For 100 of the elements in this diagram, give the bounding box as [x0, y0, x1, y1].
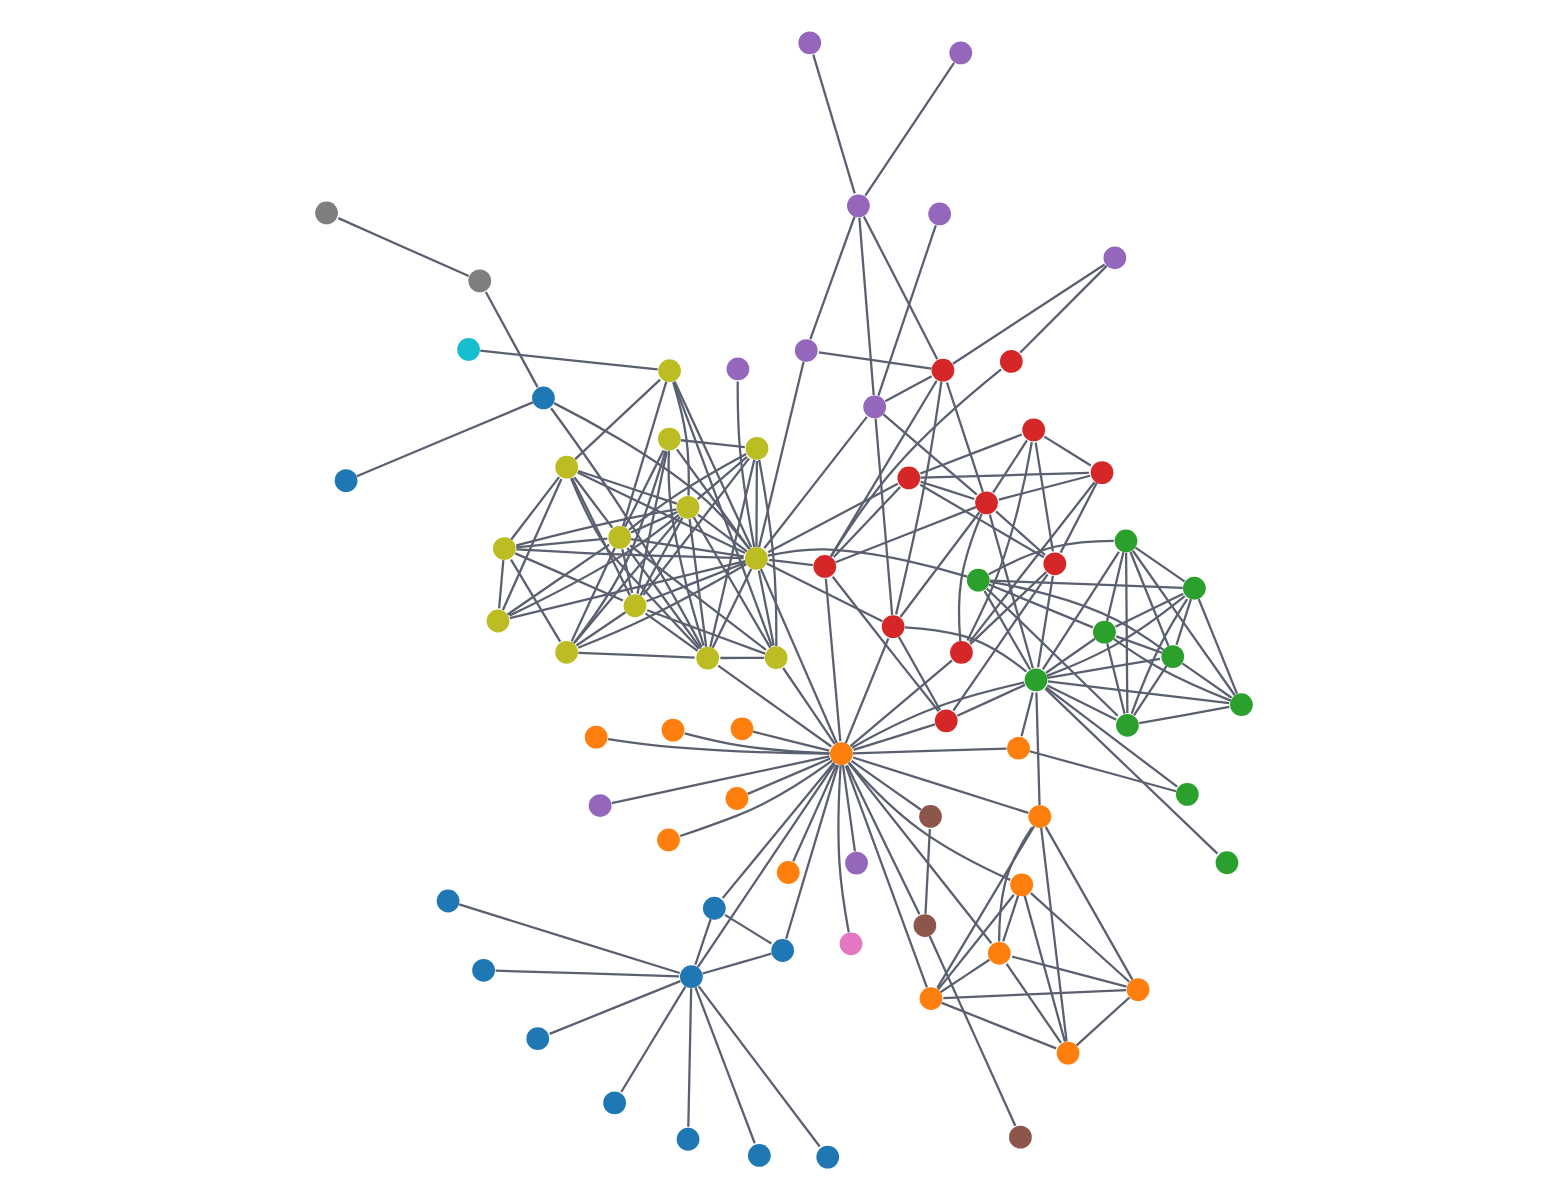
connector — [646, 561, 746, 603]
connector — [1115, 635, 1163, 654]
node-circle — [603, 1091, 626, 1115]
node-circle — [1024, 668, 1048, 692]
connector — [831, 576, 940, 712]
connector — [571, 477, 631, 596]
connector — [509, 560, 746, 620]
connector — [620, 986, 687, 1093]
connector — [1181, 662, 1233, 699]
connector — [630, 538, 744, 558]
connector — [759, 568, 838, 744]
node-circle — [881, 615, 905, 639]
connector — [1139, 705, 1230, 725]
connector — [607, 737, 830, 755]
node-circle — [730, 717, 754, 741]
connector — [941, 1001, 1057, 1050]
connector — [720, 656, 765, 660]
connector — [1041, 551, 1120, 670]
connector — [897, 636, 942, 711]
connector — [516, 508, 677, 547]
node-circle — [676, 1127, 700, 1151]
connector — [1020, 692, 1034, 737]
connector — [952, 573, 1049, 712]
connector — [986, 587, 1119, 717]
connector — [1023, 895, 1067, 1043]
connector — [644, 612, 699, 652]
connector — [577, 563, 747, 649]
connector — [1197, 598, 1238, 695]
node-circle — [798, 31, 822, 55]
node-circle — [608, 526, 632, 549]
connector — [687, 988, 693, 1127]
connector — [510, 476, 560, 541]
node-circle — [975, 491, 998, 515]
node-circle — [1230, 693, 1253, 717]
connector — [989, 579, 1183, 589]
connector — [899, 511, 981, 618]
connector — [697, 985, 821, 1148]
connector — [514, 552, 624, 602]
node-circle — [1028, 805, 1052, 828]
node-circle — [747, 1144, 771, 1167]
node-circle — [623, 594, 647, 618]
connector — [747, 757, 831, 795]
node-circle — [764, 646, 788, 670]
node-circle — [1022, 418, 1046, 442]
node-circle — [657, 427, 681, 451]
connector — [721, 761, 836, 899]
connector — [694, 918, 712, 966]
connector — [851, 681, 1025, 749]
connector — [992, 439, 1028, 494]
connector — [702, 952, 772, 975]
connector — [848, 762, 993, 944]
node-circle — [588, 794, 612, 817]
node-circle — [1056, 1041, 1080, 1065]
connector — [480, 349, 658, 371]
node-circle — [1009, 1125, 1032, 1149]
connector — [809, 216, 856, 340]
node-circle — [436, 889, 460, 913]
node-circle — [794, 339, 818, 362]
connector — [895, 381, 943, 615]
connector — [939, 958, 991, 994]
node-circle — [526, 1027, 550, 1051]
node-circle — [555, 640, 578, 664]
connector — [988, 583, 1094, 629]
connector — [952, 263, 1106, 365]
node-circle — [897, 466, 921, 490]
connector — [792, 764, 838, 862]
connector — [874, 418, 894, 615]
connector — [692, 516, 772, 649]
connector — [957, 513, 983, 642]
node-circle — [999, 350, 1023, 373]
node-circle — [1010, 873, 1034, 897]
connector — [694, 986, 756, 1144]
node-circle — [745, 436, 769, 460]
connector — [611, 755, 830, 805]
connector — [852, 756, 1029, 814]
connector — [757, 570, 775, 646]
connector — [626, 547, 702, 650]
connector — [621, 549, 634, 594]
connector — [636, 451, 668, 594]
connector — [495, 969, 680, 978]
node-circle — [1116, 713, 1139, 737]
connector — [684, 732, 830, 755]
connector — [812, 54, 856, 194]
connector — [864, 62, 955, 197]
connector — [1045, 637, 1096, 674]
node-circle — [468, 269, 492, 293]
node-circle — [334, 469, 358, 492]
connector — [724, 913, 772, 945]
connector — [852, 747, 1007, 755]
connector — [1019, 265, 1108, 354]
connector — [673, 381, 753, 548]
connector — [574, 378, 661, 460]
node-circle — [1007, 736, 1030, 760]
connector — [768, 558, 813, 567]
node-circle — [745, 547, 768, 570]
connector — [832, 486, 901, 558]
connector — [1106, 643, 1126, 715]
node-circle — [1175, 783, 1199, 806]
connector — [680, 439, 745, 449]
connector — [497, 560, 505, 609]
